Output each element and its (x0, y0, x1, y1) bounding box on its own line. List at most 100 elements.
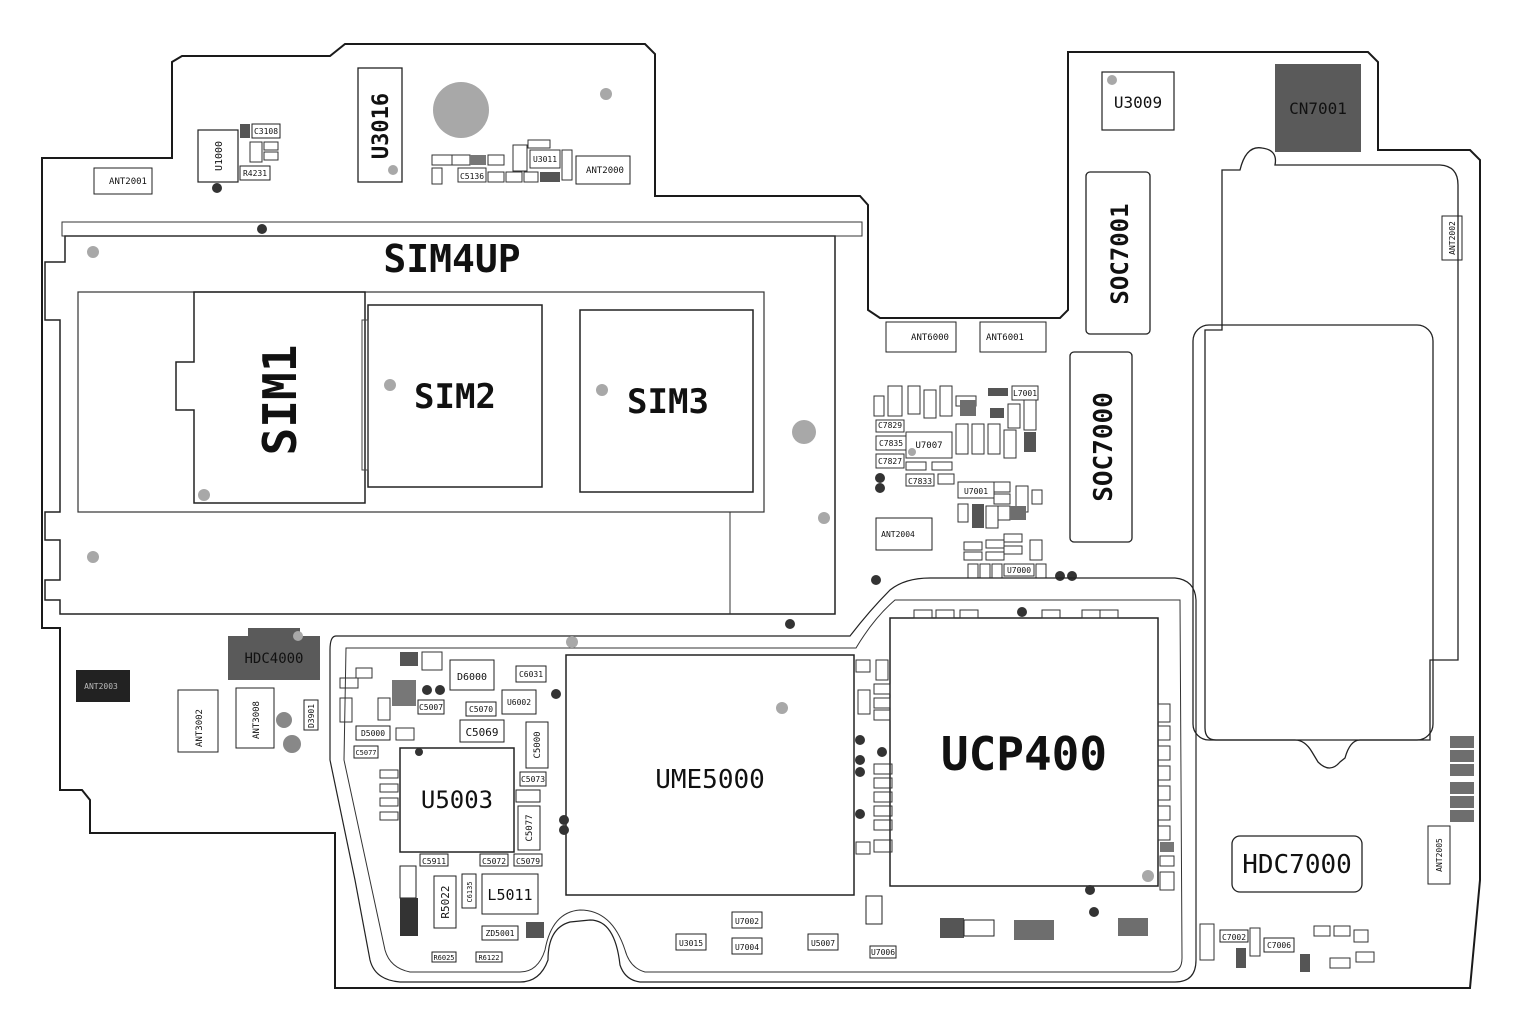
svg-text:R6122: R6122 (478, 954, 499, 962)
ant2001-pad: ANT2001 (93, 167, 153, 195)
ant2000-pad: ANT2000 (575, 155, 631, 185)
svg-text:UME5000: UME5000 (655, 765, 765, 795)
svg-text:ANT2005: ANT2005 (1435, 838, 1444, 872)
svg-text:C5077: C5077 (355, 749, 376, 757)
ant2004-pad: ANT2004 (875, 517, 933, 551)
left-board-outline (41, 43, 1481, 989)
svg-text:L7001: L7001 (1013, 389, 1037, 398)
svg-text:U3009: U3009 (1114, 93, 1162, 112)
svg-text:UCP400: UCP400 (941, 727, 1107, 781)
svg-text:C6031: C6031 (519, 670, 543, 679)
svg-text:R4231: R4231 (243, 169, 267, 178)
svg-text:R6025: R6025 (433, 954, 454, 962)
u5003-chip: U5003 (399, 747, 515, 853)
svg-text:U6002: U6002 (507, 698, 531, 707)
svg-text:ANT6001: ANT6001 (986, 333, 1024, 343)
svg-text:ANT2001: ANT2001 (109, 177, 147, 187)
svg-text:C5069: C5069 (465, 726, 498, 739)
svg-text:CN7001: CN7001 (1289, 99, 1347, 118)
svg-text:D5000: D5000 (361, 729, 385, 738)
sim3-slot: SIM3 (579, 309, 754, 493)
sim1-slot: SIM1 (175, 291, 366, 504)
svg-text:ANT6000: ANT6000 (911, 333, 949, 343)
sim4up-label: SIM4UP (383, 237, 520, 281)
ant3002-pad: ANT3002 (177, 689, 219, 753)
mount-hole-top (433, 82, 489, 138)
svg-text:U7004: U7004 (735, 943, 759, 952)
svg-text:HDC4000: HDC4000 (244, 651, 303, 667)
ume5000-chip: UME5000 (565, 619, 855, 896)
ant3008-pad: ANT3008 (235, 687, 275, 749)
svg-text:C5077: C5077 (525, 814, 535, 841)
sim2-label: SIM2 (414, 377, 496, 417)
svg-text:D3901: D3901 (307, 704, 316, 728)
shield-can-outline (329, 577, 1197, 983)
ucp400-pad-rows (855, 575, 1175, 891)
svg-text:U7006: U7006 (871, 948, 895, 957)
svg-text:HDC7000: HDC7000 (1242, 850, 1352, 880)
svg-text:U1000: U1000 (214, 141, 225, 171)
ant6000-pad: ANT6000 (885, 321, 957, 353)
sim2-slot: SIM2 (361, 304, 543, 488)
svg-text:ANT2002: ANT2002 (1448, 221, 1457, 255)
svg-text:ANT2004: ANT2004 (881, 530, 915, 539)
svg-text:ANT2003: ANT2003 (84, 682, 118, 691)
svg-text:C7827: C7827 (878, 457, 902, 466)
battery-cutout-outline (1204, 147, 1459, 769)
svg-text:C7835: C7835 (879, 439, 903, 448)
cn7001-connector: CN7001 (1275, 64, 1361, 152)
svg-text:ANT3002: ANT3002 (195, 709, 205, 747)
svg-text:U5007: U5007 (811, 939, 835, 948)
svg-text:C5072: C5072 (482, 857, 506, 866)
svg-text:C7002: C7002 (1222, 933, 1246, 942)
svg-text:L5011: L5011 (487, 886, 532, 904)
svg-text:U7001: U7001 (964, 487, 988, 496)
svg-text:C5000: C5000 (533, 731, 543, 758)
sim4up-region: SIM4UP (44, 221, 863, 615)
u3009-chip: U3009 (1101, 71, 1175, 131)
u7007-cluster: C7829 C7835 C7827 U7007 C7833 L7001 U700… (873, 385, 1077, 581)
svg-text:C7829: C7829 (878, 421, 902, 430)
u1000-chip: U1000 C3108 R4231 (197, 123, 281, 193)
svg-text:C5079: C5079 (516, 857, 540, 866)
svg-text:U7007: U7007 (915, 441, 942, 451)
hdc4000-connector: HDC4000 (228, 628, 320, 680)
resistor-array-right (1450, 736, 1474, 822)
ant2003-pad: ANT2003 (76, 670, 130, 702)
svg-text:C5007: C5007 (419, 703, 443, 712)
soc7000-chip: SOC7000 (1069, 351, 1133, 543)
svg-text:U7002: U7002 (735, 917, 759, 926)
sim3-label: SIM3 (627, 382, 709, 422)
svg-text:C7006: C7006 (1267, 941, 1291, 950)
svg-text:SOC7001: SOC7001 (1106, 203, 1134, 304)
ant6001-pad: ANT6001 (979, 321, 1047, 353)
svg-text:C6135: C6135 (466, 881, 474, 902)
u3011-cluster: C5136 U3011 (431, 139, 573, 185)
svg-text:SOC7000: SOC7000 (1089, 392, 1119, 502)
svg-text:ANT2000: ANT2000 (586, 166, 624, 176)
svg-text:U3015: U3015 (679, 939, 703, 948)
svg-text:D6000: D6000 (457, 672, 487, 683)
d3901-diode: D3901 (276, 699, 319, 753)
svg-text:C3108: C3108 (254, 127, 278, 136)
hdc7000-connector: HDC7000 (1231, 835, 1363, 893)
svg-text:ZD5001: ZD5001 (486, 929, 515, 938)
right-bottom-components: C7002 C7006 (1199, 923, 1375, 972)
svg-text:C5136: C5136 (460, 172, 484, 181)
sim1-label: SIM1 (253, 345, 307, 456)
ucp400-chip: UCP400 (889, 607, 1159, 887)
soc7001-chip: SOC7001 (1085, 171, 1151, 335)
svg-text:R5022: R5022 (439, 885, 452, 918)
svg-text:U3016: U3016 (369, 93, 394, 159)
svg-text:ANT3008: ANT3008 (252, 701, 262, 739)
svg-text:C7833: C7833 (908, 477, 932, 486)
bottom-components: U3015 U7002 U7004 U5007 U7006 (675, 885, 1148, 959)
shield-left-components: D6000 C6031 U6002 C5069 C5000 C5073 C507… (339, 651, 569, 963)
svg-text:C5073: C5073 (521, 775, 545, 784)
svg-text:C5911: C5911 (422, 857, 446, 866)
u3016-chip: U3016 (357, 67, 403, 183)
svg-text:C5070: C5070 (469, 705, 493, 714)
svg-text:U7000: U7000 (1007, 566, 1031, 575)
ant2005-pad: ANT2005 (1427, 825, 1451, 885)
